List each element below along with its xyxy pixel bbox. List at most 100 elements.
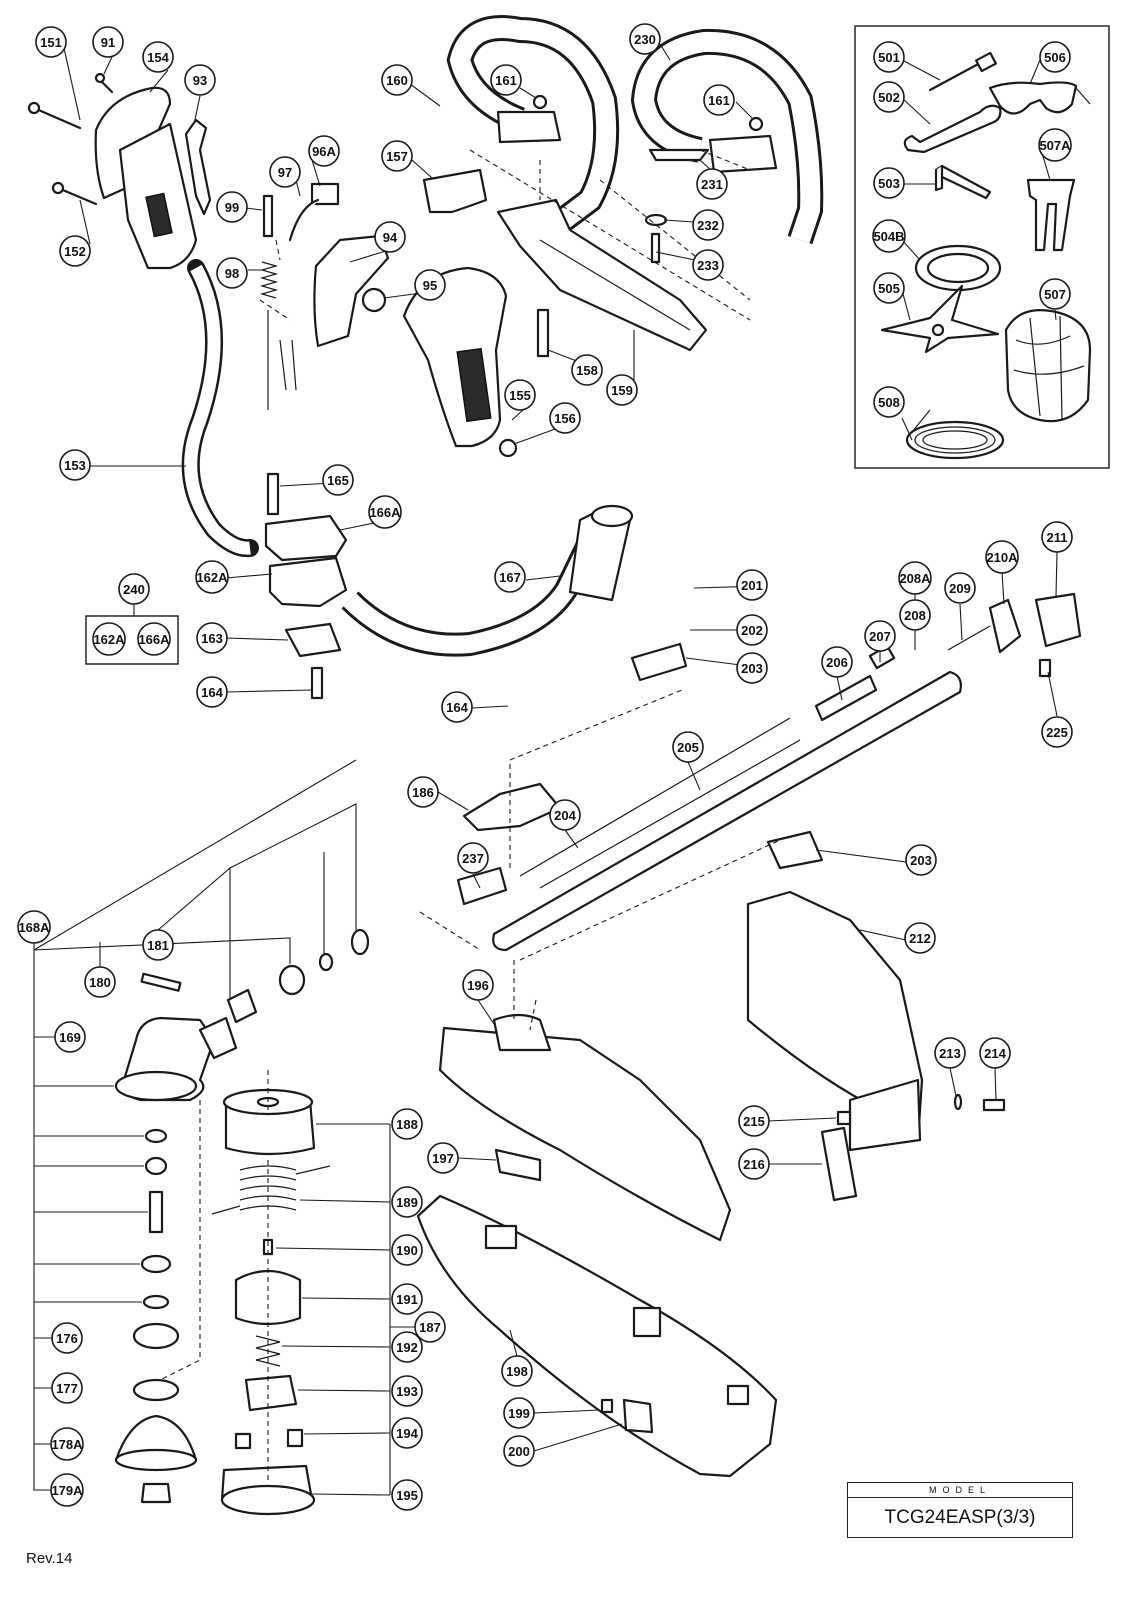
part-callout: 225	[1041, 716, 1073, 748]
part-callout: 190	[391, 1234, 423, 1266]
part-number: 208A	[899, 571, 931, 586]
loop-handle-clamp-shape	[496, 110, 562, 144]
part-callout: 199	[503, 1397, 535, 1429]
part-callout: 195	[391, 1479, 423, 1511]
part-number: 177	[56, 1381, 78, 1396]
part-number: 181	[147, 938, 169, 953]
part-number: 205	[677, 740, 699, 755]
part-number: 213	[939, 1046, 961, 1061]
part-callout: 205	[672, 731, 704, 763]
part-number: 508	[878, 395, 900, 410]
part-number: 161	[495, 73, 517, 88]
shaft-bracket-shape	[462, 782, 562, 832]
part-callout: 208A	[898, 561, 932, 595]
part-number: 187	[419, 1320, 441, 1335]
part-number: 180	[89, 975, 111, 990]
part-callout: 212	[904, 922, 936, 954]
kit-240-box	[85, 615, 179, 665]
part-number: 190	[396, 1243, 418, 1258]
part-callout: 237	[457, 842, 489, 874]
part-number: 98	[225, 266, 239, 281]
guard-cover-shape	[416, 1194, 778, 1478]
part-callout: 188	[391, 1108, 423, 1140]
part-number: 216	[743, 1157, 765, 1172]
part-number: 504B	[873, 229, 904, 244]
part-number: 240	[123, 582, 145, 597]
part-callout: 196	[462, 969, 494, 1001]
part-callout: 159	[606, 374, 638, 406]
part-callout: 232	[692, 209, 724, 241]
part-number: 233	[697, 258, 719, 273]
handle-stay-shape	[496, 198, 708, 352]
part-callout: 507	[1039, 278, 1071, 310]
part-callout: 201	[736, 569, 768, 601]
part-number: 195	[396, 1488, 418, 1503]
part-callout: 169	[54, 1021, 86, 1053]
part-number: 192	[396, 1340, 418, 1355]
part-number: 156	[554, 411, 576, 426]
part-callout: 189	[391, 1186, 423, 1218]
part-callout: 168A	[17, 910, 51, 944]
part-number: 208	[904, 608, 926, 623]
part-callout: 163	[196, 622, 228, 654]
drive-shaft-tube-shape	[492, 670, 962, 952]
part-callout: 210A	[985, 540, 1019, 574]
part-number: 203	[741, 661, 763, 676]
part-callout: 231	[696, 168, 728, 200]
part-callout: 203	[905, 844, 937, 876]
part-number: 200	[508, 1444, 530, 1459]
part-callout: 230	[629, 23, 661, 55]
part-number: 225	[1046, 725, 1068, 740]
part-number: 199	[508, 1406, 530, 1421]
part-callout: 204	[549, 799, 581, 831]
part-number: 507	[1044, 287, 1066, 302]
part-number: 157	[386, 149, 408, 164]
revision-label: Rev.14	[26, 1550, 73, 1567]
part-callout: 94	[374, 221, 406, 253]
part-number: 166A	[138, 632, 170, 647]
part-callout: 507A	[1038, 128, 1072, 162]
part-callout: 158	[571, 354, 603, 386]
part-callout: 161	[490, 64, 522, 96]
part-callout: 200	[503, 1435, 535, 1467]
part-callout: 152	[59, 235, 91, 267]
part-number: 95	[423, 278, 437, 293]
hex-key-shape	[934, 164, 992, 200]
model-title-box: MODEL TCG24EASP(3/3)	[847, 1482, 1073, 1538]
part-number: 210A	[986, 550, 1018, 565]
part-callout: 156	[549, 402, 581, 434]
part-callout: 502	[873, 81, 905, 113]
part-number: 202	[741, 623, 763, 638]
part-number: 193	[396, 1384, 418, 1399]
part-number: 152	[64, 244, 86, 259]
nylon-cutter-illustrations	[211, 1088, 331, 1516]
part-callout: 157	[381, 140, 413, 172]
part-number: 204	[554, 808, 576, 823]
part-number: 168A	[18, 920, 50, 935]
part-callout: 155	[504, 379, 536, 411]
part-callout: 162A	[92, 622, 126, 656]
switch-housing-shape	[313, 234, 390, 348]
part-number: 155	[509, 388, 531, 403]
part-number: 203	[910, 853, 932, 868]
part-callout: 505	[873, 272, 905, 304]
part-callout: 213	[934, 1037, 966, 1069]
part-number: 166A	[369, 505, 401, 520]
part-number: 189	[396, 1195, 418, 1210]
part-number: 506	[1044, 50, 1066, 65]
part-callout: 215	[738, 1105, 770, 1137]
part-number: 179A	[51, 1483, 83, 1498]
shaft-tube-illustrations	[456, 592, 1082, 952]
part-callout: 95	[414, 269, 446, 301]
part-number: 164	[446, 700, 468, 715]
part-callout: 91	[92, 26, 124, 58]
accessory-kit-illustrations	[880, 51, 1092, 460]
part-number: 153	[64, 458, 86, 473]
part-callout: 180	[84, 966, 116, 998]
part-number: 188	[396, 1117, 418, 1132]
model-label: MODEL	[848, 1483, 1072, 1498]
part-number: 505	[878, 281, 900, 296]
spanner-shape	[903, 104, 1002, 154]
part-callout: 160	[381, 64, 413, 96]
